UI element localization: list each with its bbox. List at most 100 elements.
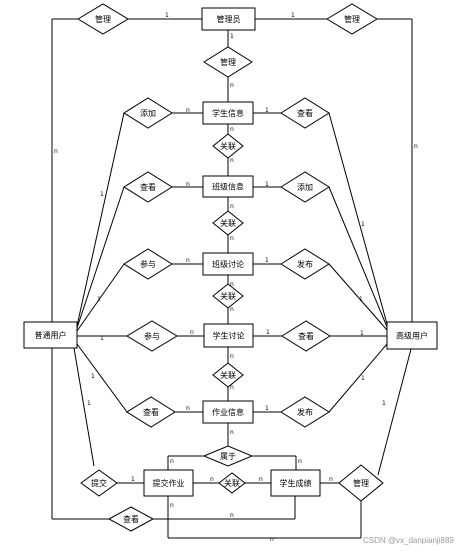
relation-label: 发布	[297, 407, 313, 417]
entity-box	[202, 252, 254, 276]
entity-box	[202, 175, 254, 198]
cardinality-label: n	[186, 181, 190, 188]
relation-diamond	[212, 133, 244, 159]
cardinality-label: 1	[131, 476, 135, 483]
cardinality-label: 1	[291, 12, 295, 19]
cardinality-label: 1	[97, 296, 101, 303]
entity-box	[202, 101, 254, 125]
entity-label: 学生成绩	[280, 478, 312, 488]
relation-label: 管理	[220, 57, 236, 67]
cardinality-label: 1	[265, 181, 269, 188]
cardinality-label: n	[230, 82, 234, 89]
relation-add1: 添加	[123, 97, 173, 129]
entity-student-score: 学生成绩	[270, 469, 321, 497]
cardinality-label: 1	[360, 330, 364, 337]
cardinality-label: 1	[359, 296, 363, 303]
cardinality-label: n	[329, 476, 333, 483]
cardinality-label: n	[270, 536, 274, 543]
relation-diamond	[126, 320, 178, 352]
relation-label: 关联	[224, 478, 240, 488]
relation-link3: 关联	[212, 283, 244, 309]
relation-diamond	[80, 469, 118, 497]
entity-label: 学生信息	[212, 108, 244, 118]
relation-diamond	[212, 283, 244, 309]
cardinality-label: 1	[265, 405, 269, 412]
relation-belong: 属于	[202, 445, 254, 467]
relation-diamond	[280, 248, 330, 280]
relation-diamond	[281, 320, 331, 352]
relation-label: 发布	[297, 259, 313, 269]
entity-label: 普通用户	[35, 330, 67, 340]
entity-label: 班级信息	[212, 182, 244, 192]
relation-view-bottom: 查看	[107, 506, 155, 532]
relation-view3: 查看	[281, 320, 331, 352]
entity-class-discussion: 班级讨论	[202, 252, 254, 276]
relation-diamond	[218, 472, 246, 494]
cardinality-label: n	[230, 306, 234, 313]
relation-link5: 关联	[218, 472, 246, 494]
relation-publish2: 发布	[280, 396, 330, 428]
relation-add2: 添加	[280, 171, 330, 203]
entities: 管理员学生信息班级信息班级讨论学生讨论作业信息提交作业学生成绩普通用户高级用户	[23, 7, 438, 497]
cardinality-label: n	[186, 257, 190, 264]
cardinality-label: n	[186, 405, 190, 412]
relation-label: 关联	[220, 370, 236, 380]
relation-diamond	[212, 362, 244, 388]
cardinality-label: 1	[230, 33, 234, 40]
cardinality-label: n	[210, 476, 214, 483]
cardinality-label: 1	[91, 373, 95, 380]
relation-label: 查看	[143, 407, 159, 417]
entity-homework-info: 作业信息	[202, 400, 254, 424]
cardinality-label: 1	[100, 191, 104, 198]
relation-top-left: 管理	[77, 3, 129, 35]
relation-label: 关联	[220, 218, 236, 228]
relation-label: 查看	[123, 514, 139, 524]
cardinality-label: 1	[361, 375, 365, 382]
relation-label: 查看	[297, 108, 313, 118]
cardinality-label: 1	[361, 221, 365, 228]
relation-label: 关联	[220, 291, 236, 301]
entity-box	[23, 321, 78, 349]
watermark: CSDN @vx_danpianji889	[363, 536, 454, 545]
entity-box	[203, 323, 254, 348]
cardinality-label: n	[298, 458, 302, 465]
cardinality-label: n	[170, 458, 174, 465]
cardinality-label: n	[230, 384, 234, 391]
relation-diamond	[107, 506, 155, 532]
cardinality-label: 1	[87, 400, 91, 407]
relation-label: 关联	[220, 141, 236, 151]
cardinality-label: n	[230, 126, 234, 133]
entity-class-info: 班级信息	[202, 175, 254, 198]
relation-label: 提交	[91, 478, 107, 488]
relation-diamond	[202, 445, 254, 467]
relation-publish1: 发布	[280, 248, 330, 280]
relation-diamond	[280, 97, 330, 129]
relation-diamond	[123, 171, 173, 203]
relationships: 管理管理管理添加查看关联查看添加关联参与发布关联参与查看关联查看发布属于提交关联…	[77, 3, 384, 532]
entity-box	[270, 469, 321, 497]
entity-box	[143, 469, 194, 497]
cardinality-label: n	[54, 148, 58, 155]
relation-view2: 查看	[123, 171, 173, 203]
relation-join2: 参与	[126, 320, 178, 352]
cardinality-label: 1	[265, 257, 269, 264]
cardinality-label: n	[230, 353, 234, 360]
cardinality-label: n	[230, 512, 234, 519]
entity-label: 班级讨论	[212, 259, 244, 269]
cardinality-label: 1	[266, 329, 270, 336]
entity-submit-homework: 提交作业	[143, 469, 194, 497]
entity-box	[202, 400, 254, 424]
relation-label: 参与	[140, 259, 156, 269]
connector-lines	[51, 18, 413, 539]
entity-student-discussion: 学生讨论	[203, 323, 254, 348]
relation-manage-bottom: 管理	[338, 464, 384, 502]
relation-diamond	[123, 248, 173, 280]
cardinality-label: n	[230, 429, 234, 436]
cardinality-label: 1	[165, 12, 169, 19]
relation-label: 管理	[344, 14, 360, 24]
relation-label: 查看	[140, 182, 156, 192]
cardinality-label: n	[259, 476, 263, 483]
relation-label: 添加	[140, 108, 156, 118]
entity-label: 学生讨论	[213, 331, 245, 341]
